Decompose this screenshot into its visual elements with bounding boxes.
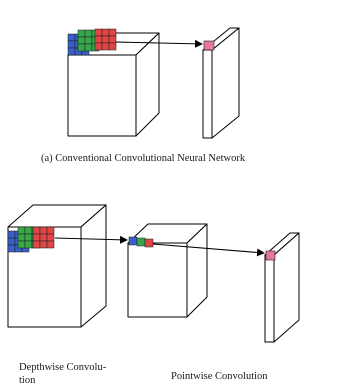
- top-input-side-face: [135, 32, 160, 137]
- top-kernel-layer-red: [94, 28, 117, 51]
- pointwise-output-pixel: [265, 250, 276, 261]
- pointwise-arrow: [152, 243, 265, 257]
- top-output-side-face: [211, 27, 240, 139]
- depthwise-output-front-face: [127, 242, 188, 318]
- pointwise-caption: Pointwise Convolution: [171, 371, 268, 382]
- bottom-input-volume: [7, 204, 107, 328]
- pointwise-output-front-face: [264, 254, 275, 343]
- pointwise-output-map: [264, 232, 300, 343]
- depthwise-caption-line1: Depthwise Convolu-: [19, 362, 107, 373]
- conventional-cnn-panel: (a) Conventional Convolutional Neural Ne…: [41, 27, 246, 164]
- depthwise-arrow: [54, 235, 128, 244]
- depthwise-kernel-layer-red: [32, 226, 55, 249]
- top-output-front-face: [202, 49, 213, 139]
- bottom-input-side-face: [80, 204, 107, 328]
- top-input-front-face: [67, 54, 137, 137]
- top-kernel: [67, 28, 117, 56]
- top-output-map: [202, 27, 240, 139]
- pointwise-output-side-face: [273, 232, 300, 343]
- depthwise-output-volume: [127, 223, 208, 318]
- depthwise-kernel: [7, 226, 55, 253]
- top-output-pixel: [203, 40, 215, 51]
- depthwise-caption-line2: tion: [19, 375, 36, 386]
- depthwise-output-pixels: [128, 236, 154, 248]
- conventional-caption: (a) Conventional Convolutional Neural Ne…: [41, 153, 246, 164]
- top-arrow: [115, 39, 203, 48]
- separable-conv-panel: Depthwise Convolu- tion Pointwise Convol…: [7, 204, 300, 386]
